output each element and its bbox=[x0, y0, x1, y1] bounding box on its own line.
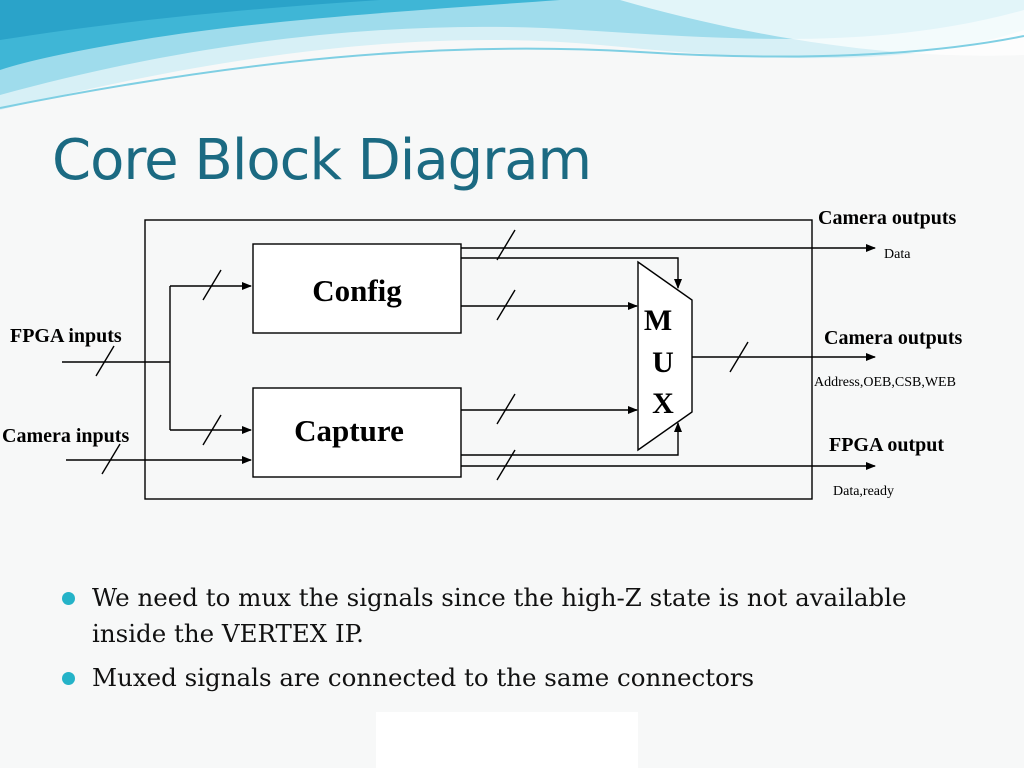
config-block bbox=[252, 243, 462, 334]
bullet-text: Muxed signals are connected to the same … bbox=[92, 663, 755, 692]
blank-footer-panel bbox=[376, 712, 638, 768]
config-label: Config bbox=[312, 273, 402, 308]
header-wave bbox=[0, 0, 1024, 110]
capture-label: Capture bbox=[294, 413, 404, 448]
bullet-text: We need to mux the signals since the hig… bbox=[92, 583, 907, 648]
bullet-dot-icon bbox=[62, 592, 75, 605]
camera-inputs-label: Camera inputs bbox=[2, 425, 129, 447]
camera-outputs-data-sub: Data bbox=[884, 247, 911, 262]
fpga-output-sub: Data,ready bbox=[833, 484, 894, 499]
mux-label-x: X bbox=[652, 387, 674, 420]
camera-outputs-addr-label: Camera outputs bbox=[824, 327, 963, 349]
config-mux-select bbox=[461, 257, 682, 289]
capture-block bbox=[252, 387, 462, 478]
fpga-output-label: FPGA output bbox=[829, 434, 944, 456]
page-title: Core Block Diagram bbox=[52, 128, 592, 193]
bullet-item: Muxed signals are connected to the same … bbox=[60, 660, 980, 696]
bullet-list: We need to mux the signals since the hig… bbox=[60, 580, 980, 704]
camera-outputs-addr-sub: Address,OEB,CSB,WEB bbox=[814, 375, 956, 390]
bullet-item: We need to mux the signals since the hig… bbox=[60, 580, 980, 652]
fpga-inputs-label: FPGA inputs bbox=[10, 325, 122, 347]
camera-outputs-data-label: Camera outputs bbox=[818, 207, 957, 229]
bullet-dot-icon bbox=[62, 672, 75, 685]
mux-label-m: M bbox=[644, 304, 672, 337]
mux-label-u: U bbox=[652, 346, 674, 379]
core-boundary bbox=[144, 219, 813, 500]
capture-mux-select bbox=[461, 422, 682, 456]
